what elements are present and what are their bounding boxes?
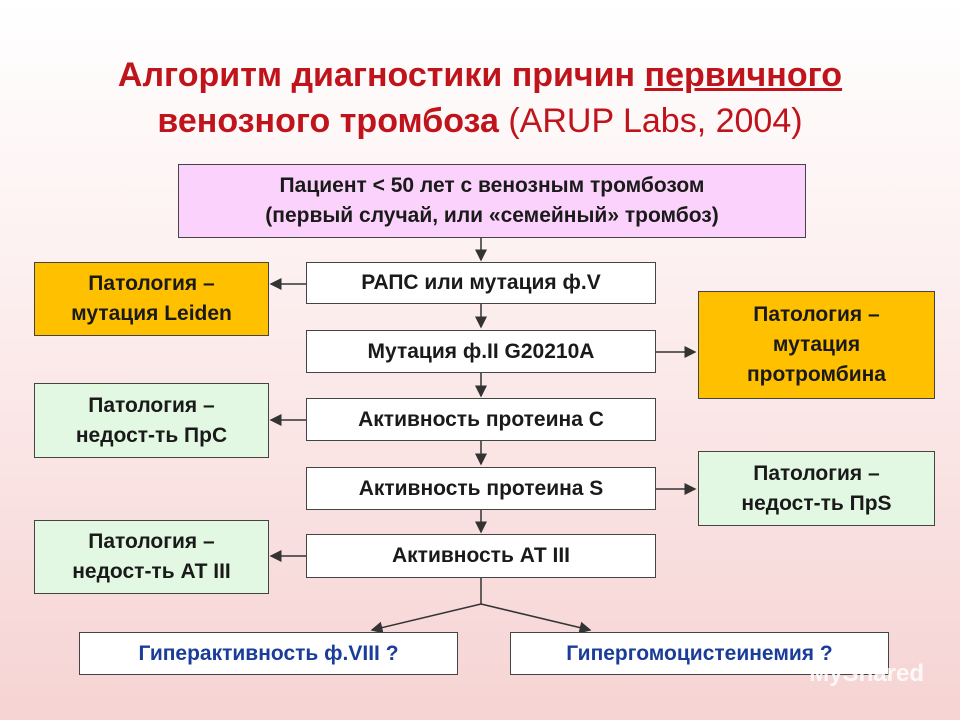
patient-box: Пациент < 50 лет с венозным тромбозом (п… [178,164,806,238]
deficiency-prc-box: Патология – недост-ть ПрС [34,383,269,458]
f8-hyperactivity-box: Гиперактивность ф.VIII ? [79,632,458,675]
protein-c-box: Активность протеина С [306,398,656,441]
mutation-f2-box: Мутация ф.II G20210A [306,330,656,373]
slide-title: Алгоритм диагностики причин первичного в… [117,56,843,140]
deficiency-prs-box: Патология – недост-ть ПрS [698,451,935,526]
watermark: MyShared [809,660,924,687]
raps-box: РАПС или мутация ф.V [306,262,656,304]
homocysteinemia-box: Гипергомоцистеинемия ? [510,632,889,675]
title-source: (ARUP Labs, 2004) [498,102,803,140]
protein-s-box: Активность протеина S [306,467,656,510]
leiden-box: Патология – мутация Leiden [34,262,269,336]
arrow-to-f8 [370,603,482,634]
arrow-to-homocysteine [480,603,592,634]
at3-box: Активность АТ III [306,534,656,578]
title-underlined-word: первичного [644,56,843,94]
prothrombin-box: Патология – мутация протромбина [698,291,935,399]
deficiency-at3-box: Патология – недост-ть АТ III [34,520,269,594]
